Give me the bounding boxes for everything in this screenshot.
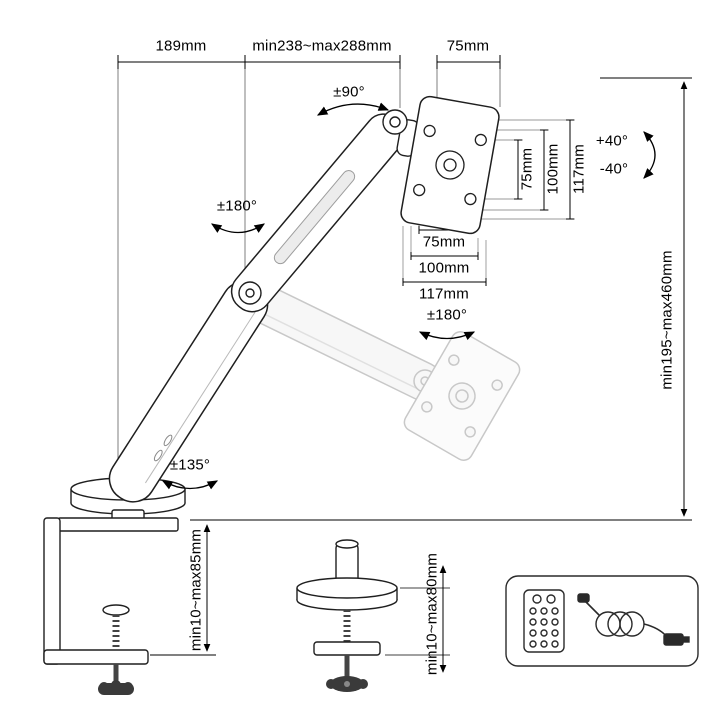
screw-pack-icon bbox=[523, 589, 565, 653]
dim-label-arm-depth: 189mm bbox=[155, 37, 207, 55]
angle-label-swivel-base: ±135° bbox=[169, 456, 211, 474]
ghost-vesa-plate bbox=[403, 331, 521, 461]
swivel-top-arrow bbox=[316, 102, 390, 116]
ghost-arm-position bbox=[245, 284, 521, 461]
angle-label-swivel-top: ±90° bbox=[333, 83, 365, 101]
dim-label-height-range: min195~max460mm bbox=[658, 250, 676, 390]
swivel-arm-arrow bbox=[211, 223, 265, 234]
rotation-arrows bbox=[161, 102, 656, 490]
top-dimension-lines bbox=[117, 55, 501, 477]
grommet-dimension-line bbox=[385, 565, 450, 673]
angle-label-tilt-down: -40° bbox=[599, 160, 629, 178]
elbow-joint bbox=[238, 281, 262, 305]
dim-label-vesa-h75: 75mm bbox=[422, 233, 466, 251]
dim-label-vesa-width-top: 75mm bbox=[446, 37, 490, 55]
accessories-box bbox=[505, 575, 699, 667]
desk-clamp bbox=[43, 477, 186, 695]
dim-label-vesa-v117: 117mm bbox=[570, 144, 588, 194]
dim-label-vesa-h100: 100mm bbox=[418, 259, 470, 277]
rotate-vesa-arrow bbox=[418, 331, 476, 341]
dim-label-extension-range: min238~max288mm bbox=[252, 37, 392, 55]
dim-label-vesa-v75: 75mm bbox=[518, 147, 536, 191]
height-dimension-line bbox=[190, 77, 692, 521]
angle-label-rotate-vesa: ±180° bbox=[426, 306, 468, 324]
dim-label-vesa-v100: 100mm bbox=[544, 143, 562, 195]
dim-label-clamp-range: min10~max85mm bbox=[187, 528, 205, 652]
clamp-dimension-line bbox=[150, 524, 216, 656]
angle-label-tilt-up: +40° bbox=[595, 132, 629, 150]
swivel-base-arrow bbox=[161, 480, 219, 490]
grommet-mount bbox=[296, 539, 398, 692]
dim-label-vesa-h117: 117mm bbox=[419, 285, 469, 303]
clamp-knob bbox=[98, 680, 134, 695]
tilt-arrow bbox=[643, 131, 656, 179]
angle-label-swivel-arm: ±180° bbox=[216, 197, 258, 215]
cable-icon bbox=[577, 593, 690, 646]
grommet-knob bbox=[326, 676, 368, 692]
vesa-plate bbox=[400, 95, 500, 235]
dim-label-grommet-range: min10~max80mm bbox=[423, 552, 441, 676]
